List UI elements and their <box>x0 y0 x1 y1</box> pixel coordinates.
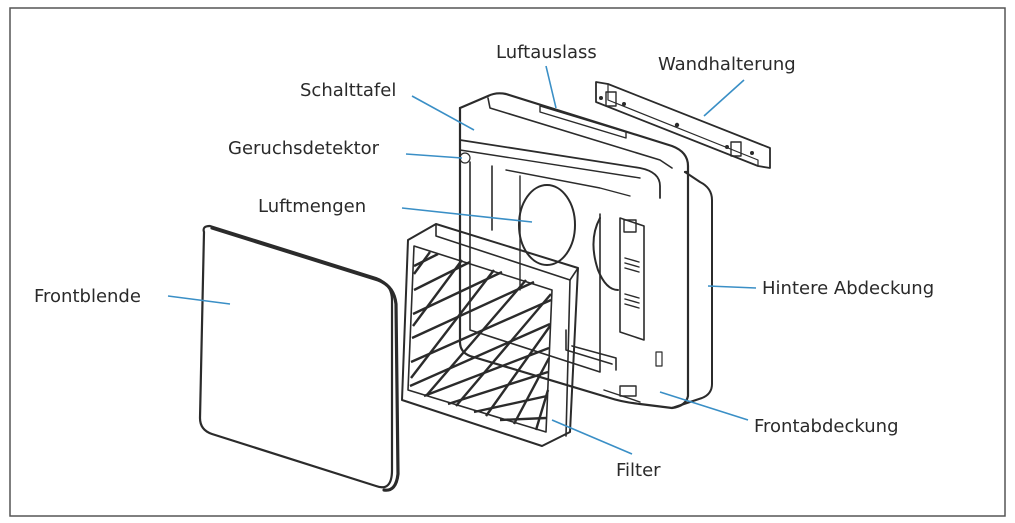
callout-geruchsdetektor <box>405 153 463 159</box>
callout-hintere-abdeckung <box>707 285 757 289</box>
label-geruchsdetektor: Geruchsdetektor <box>228 138 380 159</box>
callout-filter <box>551 419 633 455</box>
callout-lines <box>167 65 757 455</box>
label-filter: Filter <box>616 460 661 481</box>
label-hintere-abdeckung: Hintere Abdeckung <box>762 278 934 299</box>
callout-luftmengen <box>401 207 533 223</box>
callout-frontblende <box>167 295 231 305</box>
callout-luftauslass <box>545 65 557 109</box>
label-frontabdeckung: Frontabdeckung <box>754 416 899 437</box>
diagram-frame <box>9 7 1006 517</box>
label-luftauslass: Luftauslass <box>496 42 597 63</box>
main-housing <box>458 92 713 410</box>
filter-frame <box>401 223 579 447</box>
wall-mount-bracket <box>595 81 771 169</box>
label-frontblende: Frontblende <box>34 286 141 307</box>
label-wandhalterung: Wandhalterung <box>658 54 796 75</box>
callout-frontabdeckung <box>659 391 749 421</box>
label-schalttafel: Schalttafel <box>300 80 396 101</box>
label-luftmengen: Luftmengen <box>258 196 366 217</box>
callout-wandhalterung <box>703 79 745 117</box>
callout-schalttafel <box>411 95 475 131</box>
front-panel <box>198 224 400 492</box>
